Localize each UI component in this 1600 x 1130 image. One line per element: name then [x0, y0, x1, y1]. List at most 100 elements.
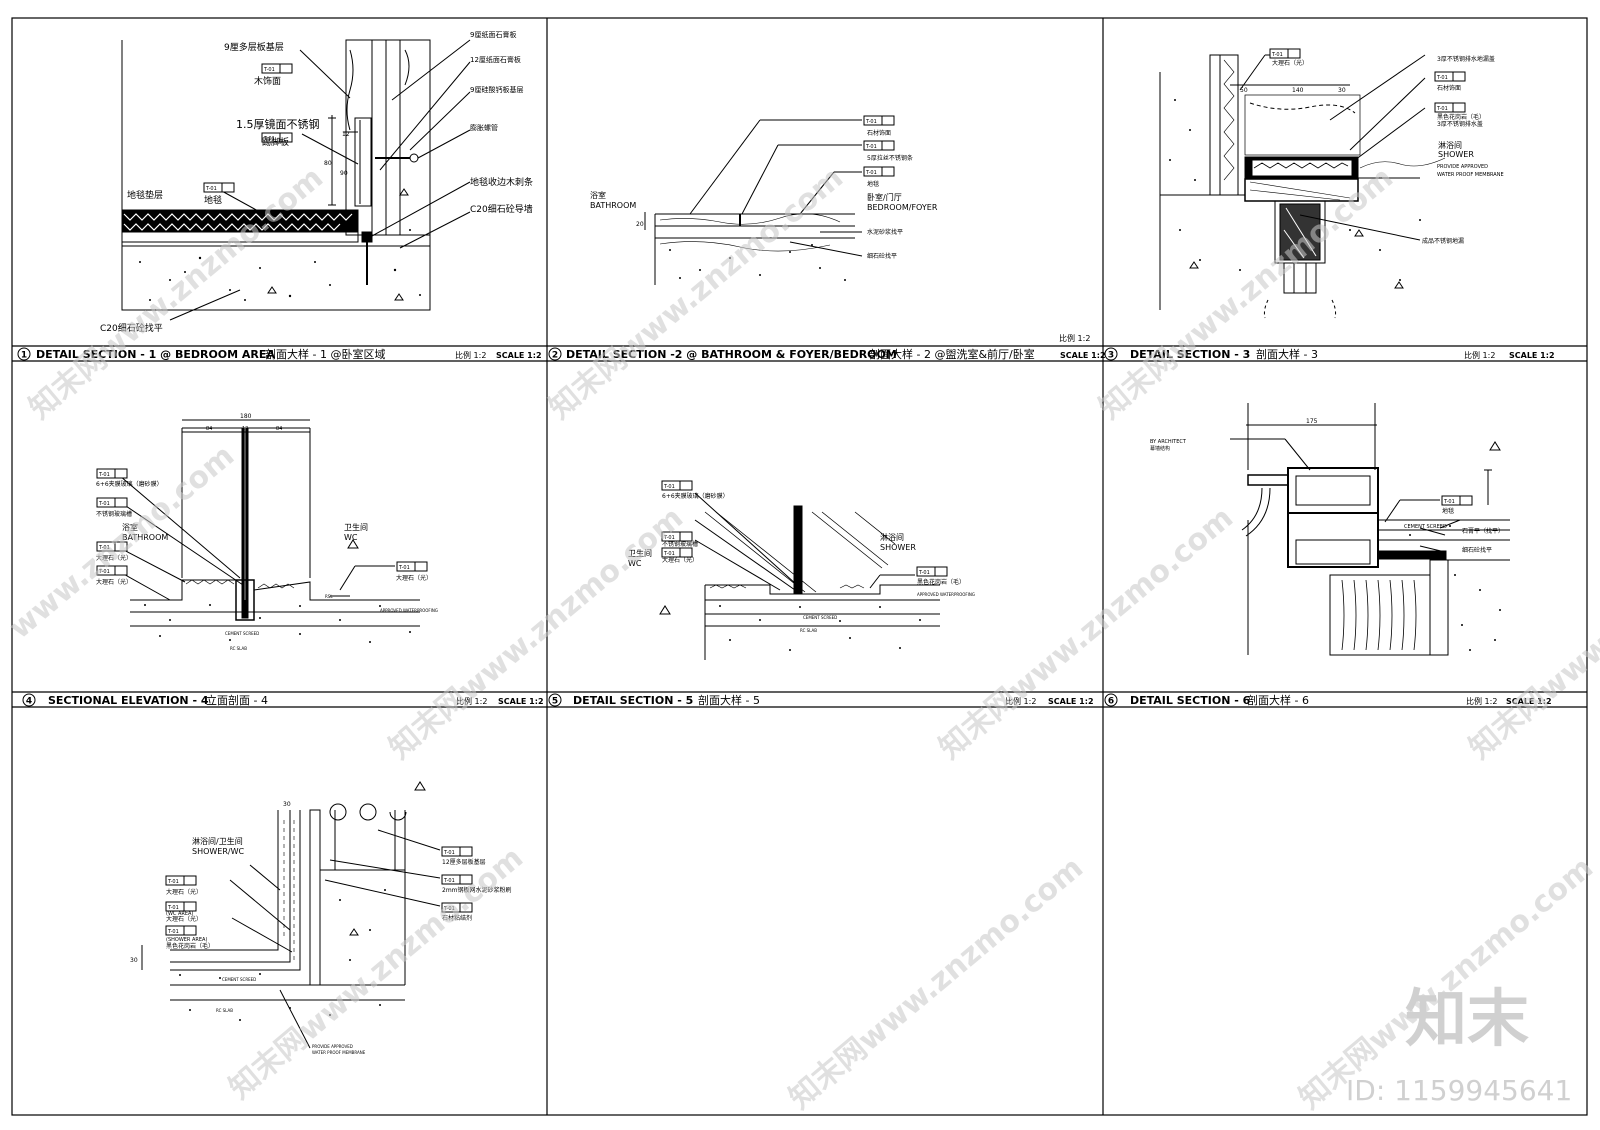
- panel-number: 6: [1108, 697, 1114, 707]
- svg-text:知末网www.znzmo.com: 知末网www.znzmo.com: [933, 500, 1240, 766]
- brand-logo: 知末 ID: 1159945641: [1346, 982, 1572, 1107]
- image-id: ID: 1159945641: [1346, 1074, 1572, 1107]
- material-tag: T-01: [205, 186, 217, 192]
- detail-7-drawing: [141, 781, 441, 1049]
- svg-text:84: 84: [276, 426, 282, 432]
- detail-4-tags: T-01T-01T-01T-01T-01: [96, 468, 428, 576]
- svg-text:30: 30: [130, 957, 138, 964]
- svg-text:知末网www.znzmo.com: 知末网www.znzmo.com: [383, 500, 690, 766]
- svg-text:卫生间: 卫生间: [628, 548, 652, 558]
- panel-scale: 比例 1:2: [1059, 333, 1090, 343]
- svg-text:成品不锈钢地漏: 成品不锈钢地漏: [1422, 237, 1464, 245]
- svg-text:C20细石砼导墙: C20细石砼导墙: [470, 203, 533, 215]
- svg-text:RC SLAB: RC SLAB: [800, 628, 817, 633]
- material-tag: T-01: [398, 565, 410, 571]
- svg-text:(WC AREA): (WC AREA): [166, 911, 193, 917]
- panel-scale-en: SCALE 1:2: [498, 697, 544, 706]
- svg-text:大理石（光）: 大理石（光）: [96, 578, 132, 586]
- material-tag: T-01: [98, 569, 110, 575]
- panel-title-cn: 立面剖面 - 4: [206, 693, 268, 707]
- material-tag: T-01: [1436, 106, 1448, 112]
- svg-text:淋浴间: 淋浴间: [880, 532, 904, 542]
- material-tag: T-01: [167, 929, 179, 935]
- panel-number: 1: [21, 351, 27, 361]
- svg-text:知末网www.znzmo.com: 知末网www.znzmo.com: [783, 850, 1090, 1116]
- svg-text:踢脚板: 踢脚板: [262, 136, 289, 148]
- panel-title-cn: 剖面大样 - 2 @盥洗室&前厅/卧室: [869, 347, 1035, 361]
- svg-text:WATER PROOF MEMBRANE: WATER PROOF MEMBRANE: [1437, 172, 1504, 178]
- svg-text:30: 30: [283, 801, 291, 808]
- panel-title-cn: 剖面大样 - 6: [1247, 693, 1309, 707]
- panel-title: DETAIL SECTION -2 @ BATHROOM & FOYER/BED…: [566, 348, 897, 361]
- svg-text:BATHROOM: BATHROOM: [590, 201, 636, 210]
- panel-title-cn: 剖面大样 - 3: [1256, 347, 1318, 361]
- detail-2-drawing: [644, 119, 863, 285]
- svg-text:APPROVED WATERPROOFING: APPROVED WATERPROOFING: [380, 608, 438, 613]
- svg-text:大理石（光）: 大理石（光）: [396, 574, 432, 582]
- svg-text:140: 140: [1292, 87, 1304, 94]
- material-tag: T-01: [167, 905, 179, 911]
- material-tag: T-01: [263, 136, 275, 142]
- panel-title: DETAIL SECTION - 1 @ BEDROOM AREA: [36, 348, 275, 361]
- panel-scale: 比例 1:2: [1466, 696, 1497, 706]
- watermark: 知末网www.znzmo.com 知末网www.znzmo.com 知末网www…: [3, 160, 1600, 1116]
- title-bar-1: 1 DETAIL SECTION - 1 @ BEDROOM AREA 剖面大样…: [17, 347, 542, 361]
- svg-text:WC: WC: [344, 533, 358, 542]
- material-tag: T-01: [663, 535, 675, 541]
- panel-scale: 比例 1:2: [455, 350, 486, 360]
- svg-text:细石砼找平: 细石砼找平: [1462, 546, 1492, 554]
- panel-number: 2: [552, 351, 558, 361]
- svg-text:3厚不锈钢排水盖: 3厚不锈钢排水盖: [1437, 120, 1483, 128]
- svg-text:知末网www.znzmo.com: 知末网www.znzmo.com: [23, 160, 330, 426]
- panel-title: SECTIONAL ELEVATION - 4: [48, 694, 209, 707]
- panel-scale: 比例 1:2: [456, 696, 487, 706]
- title-bar-4: 4 SECTIONAL ELEVATION - 4 立面剖面 - 4 比例 1:…: [22, 693, 544, 707]
- panel-scale-en: SCALE 1:2: [496, 351, 542, 360]
- material-tag: T-01: [98, 472, 110, 478]
- detail-6-tags: T-01: [1441, 495, 1473, 506]
- detail-6-notes: BY ARCHITECT 幕墙结构 地毯 石膏平（找平） CEMENT SCRE…: [1150, 418, 1504, 554]
- material-tag: T-01: [98, 501, 110, 507]
- svg-text:石材粘结剂: 石材粘结剂: [442, 914, 472, 922]
- panel-title: DETAIL SECTION - 6: [1130, 694, 1251, 707]
- svg-text:12: 12: [242, 426, 248, 432]
- svg-text:50: 50: [1240, 87, 1248, 94]
- svg-text:石材饰面: 石材饰面: [867, 129, 891, 137]
- svg-text:知末: 知末: [1405, 982, 1529, 1055]
- svg-text:12厘多层板基层: 12厘多层板基层: [442, 858, 486, 866]
- detail-1-drawing: [121, 39, 471, 321]
- svg-text:BATHROOM: BATHROOM: [122, 533, 168, 542]
- svg-text:细石砼找平: 细石砼找平: [867, 252, 897, 260]
- svg-text:不锈钢玻璃槽: 不锈钢玻璃槽: [96, 510, 132, 518]
- detail-4-notes: 6+6夹膜玻璃（磨砂膜） 不锈钢玻璃槽 浴室 BATHROOM 大理石（光） 大…: [96, 413, 438, 651]
- sheet-frame: [11, 17, 1588, 1116]
- detail-1-tags: T-01T-01T-01: [203, 63, 293, 193]
- svg-text:淋浴间: 淋浴间: [1438, 140, 1462, 150]
- svg-text:CEMENT SCREED: CEMENT SCREED: [222, 977, 256, 982]
- material-tag: T-01: [443, 878, 455, 884]
- svg-text:浴室: 浴室: [590, 190, 606, 200]
- material-tag: T-01: [443, 906, 455, 912]
- svg-text:RC SLAB: RC SLAB: [230, 646, 247, 651]
- svg-text:20: 20: [636, 221, 644, 228]
- panel-title: DETAIL SECTION - 5: [573, 694, 693, 707]
- panel-number: 3: [1108, 351, 1114, 361]
- svg-text:84: 84: [206, 426, 212, 432]
- svg-text:石膏平（找平）: 石膏平（找平）: [1462, 527, 1504, 535]
- material-tag: T-01: [1436, 75, 1448, 81]
- material-tag: T-01: [865, 119, 877, 125]
- svg-text:6+6夹膜玻璃（磨砂膜）: 6+6夹膜玻璃（磨砂膜）: [662, 492, 729, 500]
- detail-2-notes: 浴室 BATHROOM 卧室/门厅 BEDROOM/FOYER 石材饰面 5厚拉…: [590, 129, 938, 260]
- panel-scale-en: SCALE 1:2: [1060, 351, 1106, 360]
- svg-text:PROVIDE APPROVED: PROVIDE APPROVED: [312, 1044, 353, 1049]
- material-tag: T-01: [1271, 52, 1283, 58]
- panel-number: 5: [552, 697, 558, 707]
- material-tag: T-01: [98, 545, 110, 551]
- svg-text:2mm钢板网水泥砂浆粉刷: 2mm钢板网水泥砂浆粉刷: [442, 886, 512, 894]
- detail-5-tags: T-01T-01T-01T-01: [661, 480, 948, 577]
- material-tag: T-01: [865, 170, 877, 176]
- svg-text:SHOWER/WC: SHOWER/WC: [192, 847, 245, 856]
- svg-text:卫生间: 卫生间: [344, 522, 368, 532]
- title-bar-3: 3 DETAIL SECTION - 3 剖面大样 - 3 比例 1:2 SCA…: [1104, 347, 1555, 361]
- detail-7-tags: T-01T-01T-01T-01T-01T-01: [165, 846, 473, 936]
